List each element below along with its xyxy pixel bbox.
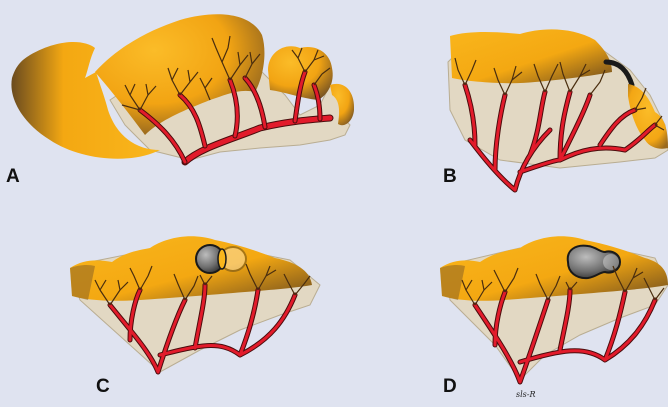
panel-a-drawing xyxy=(11,14,354,162)
panel-label-c: C xyxy=(96,377,110,396)
panel-c-cyst xyxy=(196,245,246,273)
artist-signature: sls-R xyxy=(516,391,536,399)
panel-b-drawing xyxy=(448,29,668,190)
panel-b-cortex-top xyxy=(450,29,612,83)
panel-d-drawing xyxy=(440,236,668,382)
panel-label-d: D xyxy=(443,377,457,396)
panel-c-drawing xyxy=(70,236,320,372)
panel-label-a: A xyxy=(6,167,20,186)
panel-label-b: B xyxy=(443,167,457,186)
